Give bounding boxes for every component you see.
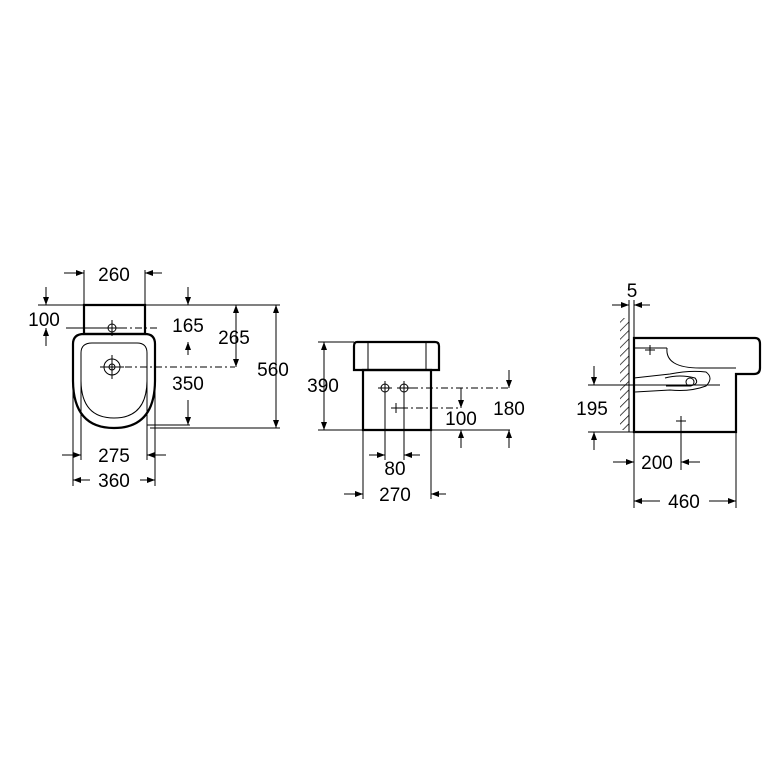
dim-100: 100	[28, 310, 60, 331]
dim-80: 80	[384, 459, 405, 480]
dim-200: 200	[641, 453, 673, 474]
front-view: 260 100 165 265 560 350 275 360	[28, 265, 289, 492]
dim-360: 360	[98, 471, 130, 492]
front-back-plate	[82, 303, 147, 336]
dim-275: 275	[98, 446, 130, 467]
profile-outlet	[633, 370, 711, 393]
dim-460: 460	[668, 492, 700, 513]
front-bowl-inner	[80, 342, 148, 419]
dim-350: 350	[172, 374, 204, 395]
dim-165: 165	[172, 316, 204, 337]
dim-390: 390	[307, 376, 339, 397]
dim-180: 180	[493, 399, 525, 420]
dim-265: 265	[218, 328, 250, 349]
side-view: 390 100 180 80 270	[307, 340, 525, 506]
dim-560: 560	[257, 360, 289, 381]
side-pedestal	[361, 368, 433, 432]
wall-hatch	[620, 318, 629, 430]
side-rim	[352, 340, 441, 372]
dim-195: 195	[576, 399, 608, 420]
profile-view: 5 195 200 460	[576, 281, 762, 513]
front-bowl-outer	[71, 332, 157, 430]
dim-270: 270	[379, 485, 411, 506]
dim-5: 5	[627, 281, 638, 302]
dim-260: 260	[98, 265, 130, 286]
profile-body	[632, 336, 762, 434]
dim-100-side: 100	[445, 409, 477, 430]
